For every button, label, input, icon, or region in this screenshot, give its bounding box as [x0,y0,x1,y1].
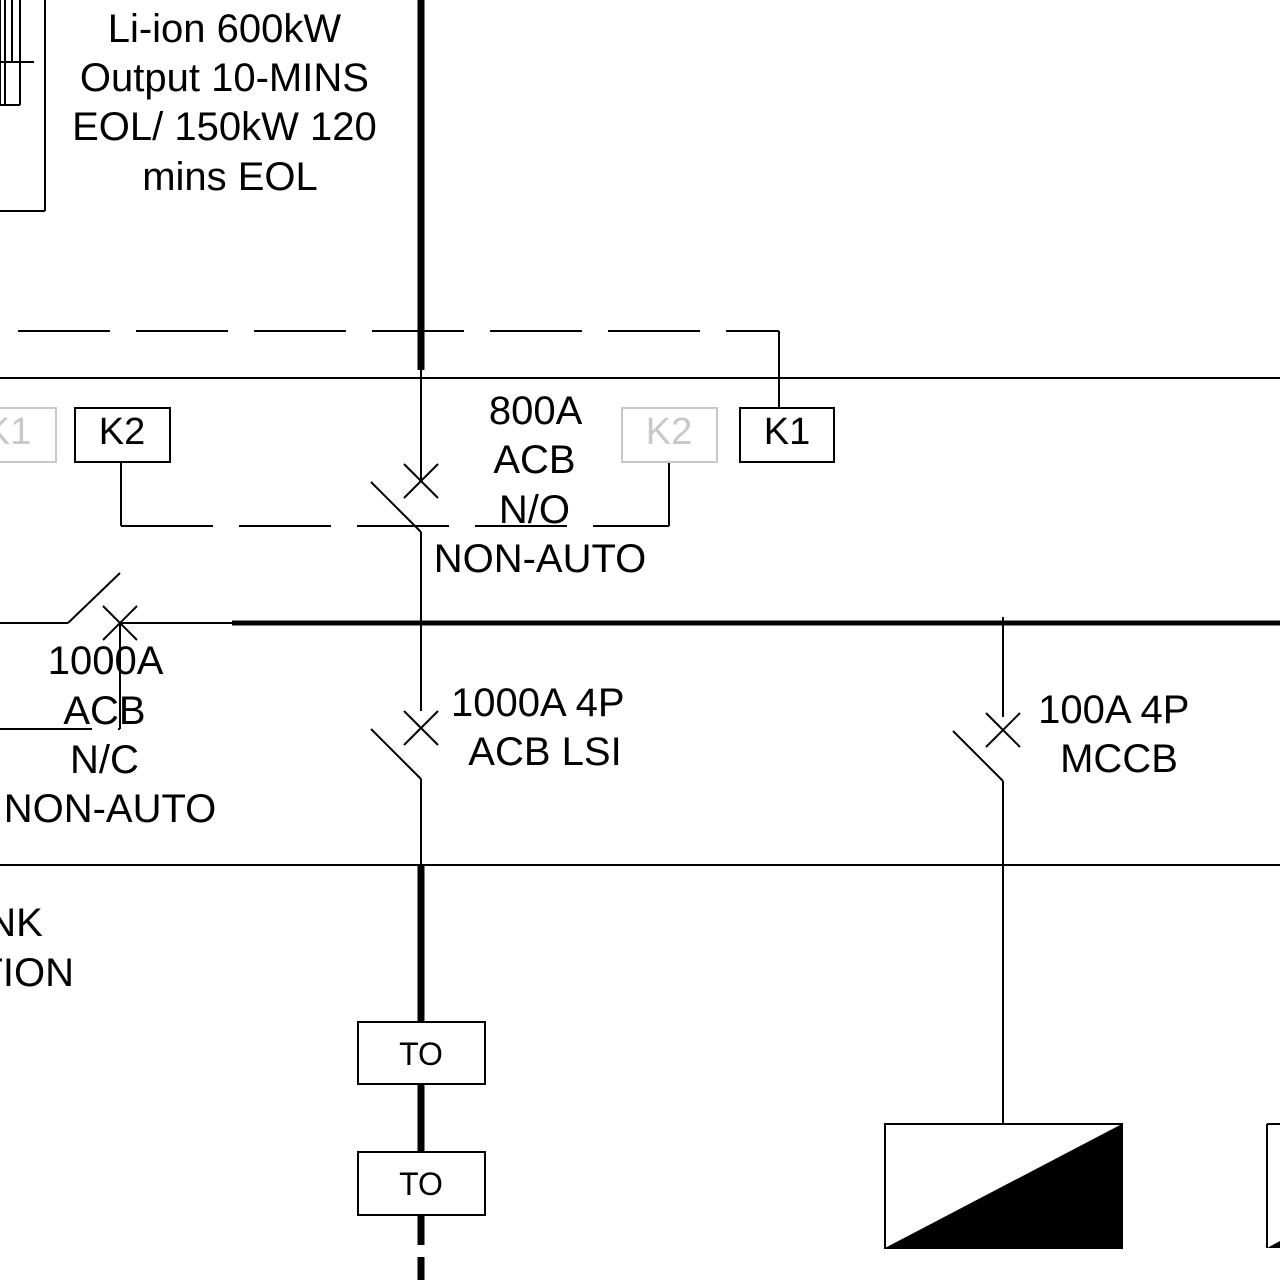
breaker-1000a-incomer-symbol [67,572,138,641]
partial-label-left: NK TION [0,901,74,995]
svg-text:K1: K1 [0,411,31,453]
breaker-1000a-incomer-label: 1000A ACB N/C NON-AUTO [4,639,217,831]
svg-text:TO: TO [399,1166,443,1202]
to-box-2: TO [357,1151,486,1216]
converter-symbol [884,1123,1123,1249]
breaker-1000a-4p-symbol [370,710,439,780]
interlock-box-k1-right: K1 [739,407,835,463]
interlock-box-k1-faded: K1 [0,407,57,463]
interlock-box-k2-faded: K2 [621,407,718,463]
to-box-1: TO [357,1021,486,1085]
battery-label: Li-ion 600kW Output 10-MINS EOL/ 150kW 1… [72,7,388,199]
converter-symbol-partial [1266,1123,1280,1248]
interlock-box-k2-left: K2 [74,407,171,463]
breaker-100a-mccb-label: 100A 4P MCCB [1038,688,1200,781]
battery-block [0,0,46,212]
svg-text:K2: K2 [646,411,692,453]
breaker-800a-symbol [370,463,439,533]
breaker-800a-label: 800A ACB N/O NON-AUTO [434,389,647,581]
breaker-1000a-4p-label: 1000A 4P ACB LSI [451,681,635,774]
svg-text:K1: K1 [764,411,810,453]
svg-text:TO: TO [399,1036,443,1072]
svg-text:K2: K2 [99,411,145,453]
breaker-100a-mccb-symbol [952,712,1021,782]
